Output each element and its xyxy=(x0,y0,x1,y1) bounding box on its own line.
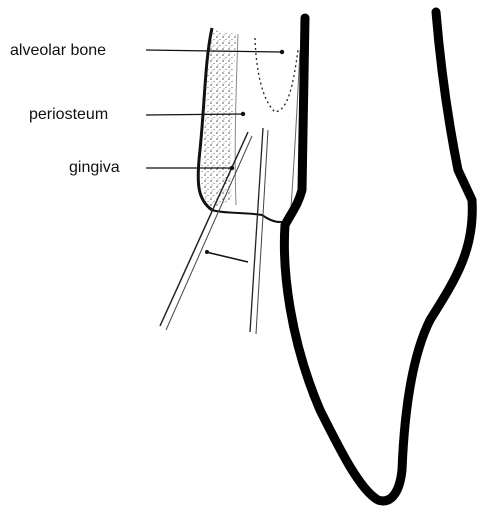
leader-gingiva-dot xyxy=(230,166,234,170)
label-periosteum: periosteum xyxy=(29,106,108,124)
tooth-outline xyxy=(284,12,472,501)
alveolar-socket-dotted xyxy=(255,38,298,112)
leader-alveolar-bone-dot xyxy=(280,50,284,54)
tissue-lower-edge xyxy=(212,210,290,222)
label-gingiva: gingiva xyxy=(69,159,120,177)
curette-line-outer xyxy=(250,128,263,332)
curette-line-inner xyxy=(256,130,268,334)
periosteum-line xyxy=(235,34,238,205)
leader-periosteum-dot xyxy=(241,112,245,116)
label-alveolar-bone: alveolar bone xyxy=(10,42,106,60)
instrument-arrow-dot xyxy=(205,250,209,254)
instrument-arrow-line xyxy=(206,252,248,262)
